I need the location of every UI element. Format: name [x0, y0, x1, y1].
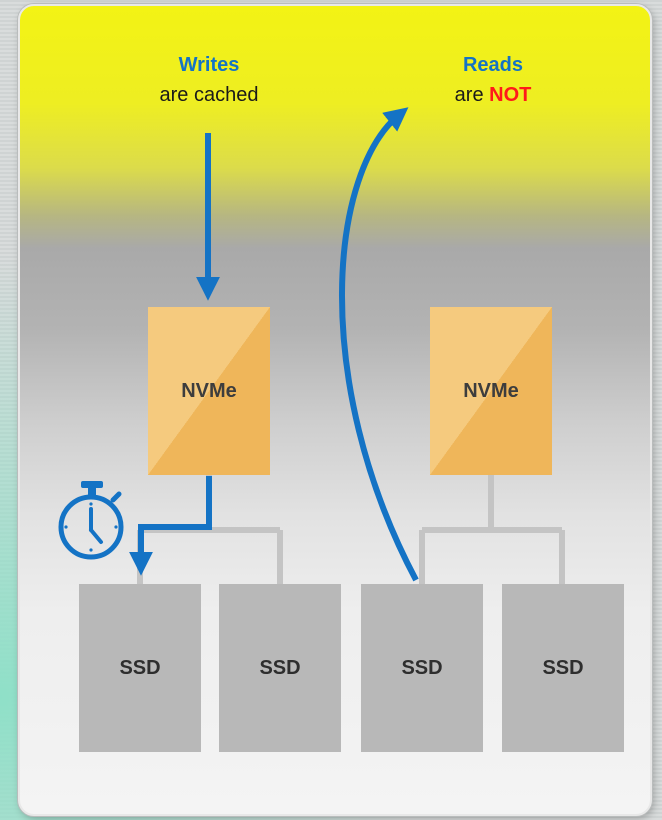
- ssd-4: SSD: [502, 584, 624, 752]
- reads-prefix: are: [454, 84, 490, 106]
- writes-subtitle: are cached: [159, 84, 259, 106]
- ssd-1: SSD: [79, 584, 201, 752]
- reads-emphasis: NOT: [489, 84, 532, 106]
- nvme-left-label: NVMe: [181, 379, 237, 402]
- nvme-right-label: NVMe: [463, 379, 519, 402]
- ssd-4-label: SSD: [542, 656, 584, 679]
- writes-label: Writes are cached: [129, 50, 289, 110]
- ssd-3: SSD: [361, 584, 483, 752]
- reads-title: Reads: [462, 54, 524, 76]
- ssd-2: SSD: [219, 584, 341, 752]
- nvme-left: NVMe: [148, 307, 270, 475]
- ssd-1-label: SSD: [119, 656, 161, 679]
- nvme-right: NVMe: [430, 307, 552, 475]
- ssd-2-label: SSD: [259, 656, 301, 679]
- writes-title: Writes: [178, 54, 240, 76]
- ssd-3-label: SSD: [401, 656, 443, 679]
- reads-label: Reads are NOT: [413, 50, 573, 110]
